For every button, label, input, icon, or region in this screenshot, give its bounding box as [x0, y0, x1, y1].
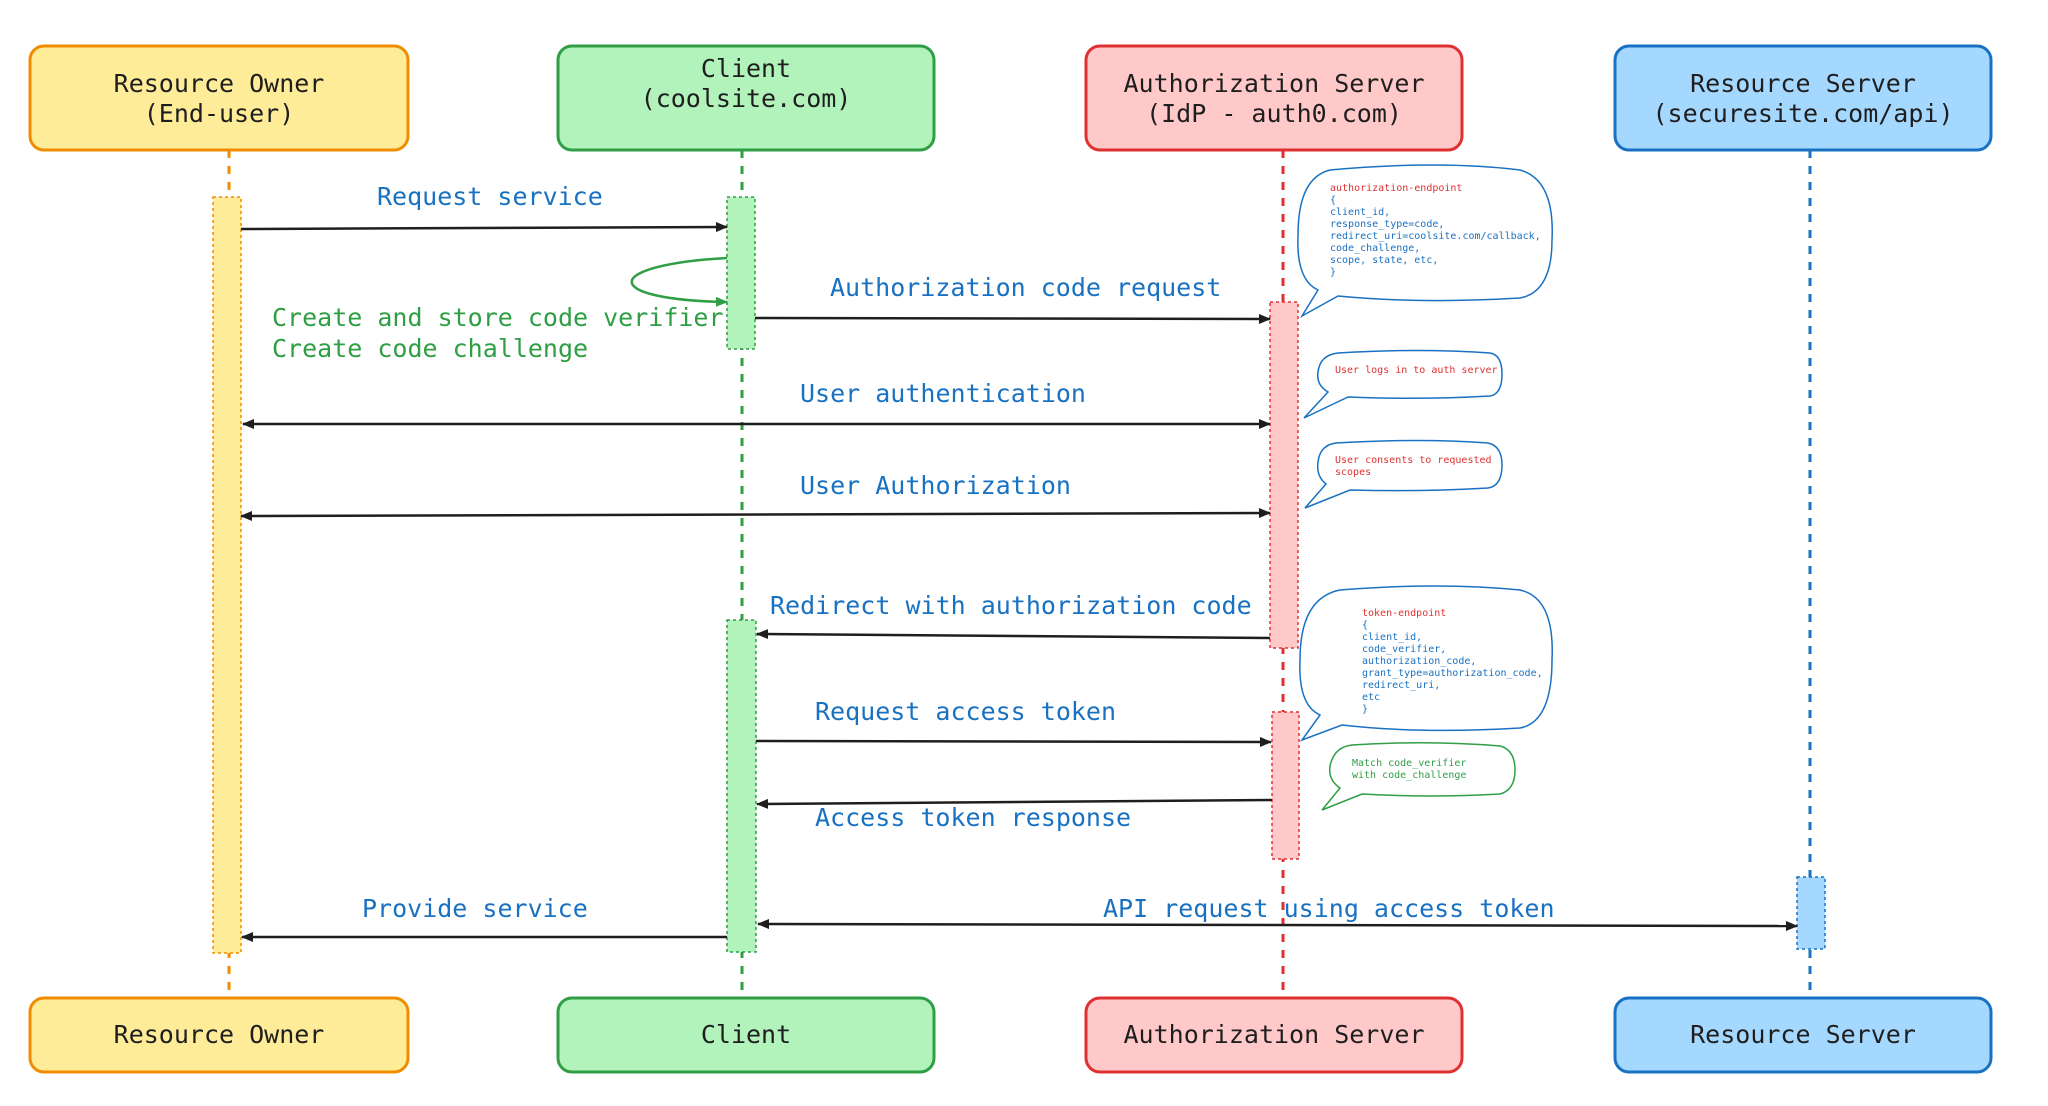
- arrow-auth-code-request: [754, 313, 1271, 324]
- label-redirect: Redirect with authorization code: [770, 591, 1252, 620]
- activation-auth-1: [1269, 301, 1299, 649]
- arrow-user-authorization: [240, 508, 1271, 521]
- bubble-match-line: with code_challenge: [1352, 770, 1466, 781]
- arrow-request-service: [240, 222, 728, 233]
- bubble-token-endpoint-line: client_id,: [1362, 632, 1422, 643]
- arrow-self-loop: [630, 256, 728, 307]
- bubble-consent-line: scopes: [1335, 467, 1371, 478]
- label-user-authorization: User Authorization: [800, 471, 1071, 500]
- actor-resource-sub: (securesite.com/api): [1652, 99, 1953, 128]
- bubble-token-endpoint-title: token-endpoint: [1362, 608, 1446, 619]
- bubble-consent-line: User consents to requested: [1335, 455, 1492, 466]
- label-user-authentication: User authentication: [800, 379, 1086, 408]
- activation-resource: [1796, 876, 1826, 950]
- actor-client-footer-label: Client: [701, 1020, 791, 1049]
- actor-resource-name: Resource Server: [1690, 69, 1916, 98]
- actor-client-sub: (coolsite.com): [641, 84, 852, 113]
- bubble-token-endpoint-line: code_verifier,: [1362, 644, 1446, 655]
- actor-client-footer: Client: [556, 996, 936, 1074]
- activation-auth-2: [1271, 711, 1300, 860]
- bubble-token-endpoint-line: redirect_uri,: [1362, 680, 1440, 691]
- actor-auth-sub: (IdP - auth0.com): [1146, 99, 1402, 128]
- actor-auth-footer: Authorization Server: [1084, 996, 1464, 1074]
- actor-client-name: Client: [701, 54, 791, 83]
- actor-resource-header: Resource Server (securesite.com/api): [1613, 44, 1993, 152]
- actor-client-header: Client (coolsite.com): [556, 44, 936, 152]
- bubble-auth-endpoint-title: authorization-endpoint: [1330, 183, 1462, 194]
- label-request-service: Request service: [377, 182, 603, 211]
- arrow-token-response: [756, 798, 1273, 809]
- actor-owner-sub: (End-user): [144, 99, 295, 128]
- activation-owner: [212, 196, 242, 954]
- actor-resource-footer-label: Resource Server: [1690, 1020, 1916, 1049]
- label-token-response: Access token response: [815, 803, 1131, 832]
- bubble-consent: User consents to requested scopes: [1304, 439, 1503, 509]
- bubble-match: Match code_verifier with code_challenge: [1321, 741, 1516, 811]
- actor-owner-header: Resource Owner (End-user): [28, 44, 410, 152]
- bubble-login-text: User logs in to auth server: [1335, 365, 1498, 376]
- actor-owner-footer: Resource Owner: [28, 996, 410, 1074]
- label-provide-service: Provide service: [362, 894, 588, 923]
- arrow-api-request: [757, 919, 1798, 931]
- bubble-match-line: Match code_verifier: [1352, 758, 1466, 769]
- activation-client-2: [726, 619, 757, 953]
- actor-auth-header: Authorization Server (IdP - auth0.com): [1084, 44, 1464, 152]
- bubble-auth-endpoint-line: redirect_uri=coolsite.com/callback,: [1330, 231, 1541, 242]
- label-api-request: API request using access token: [1103, 894, 1555, 923]
- bubble-token-endpoint: token-endpoint { client_id, code_verifie…: [1299, 585, 1553, 742]
- bubble-token-endpoint-line: etc: [1362, 692, 1380, 703]
- label-self-note-1: Create and store code verifier: [272, 303, 724, 332]
- bubble-auth-endpoint-line: {: [1330, 195, 1336, 206]
- bubble-token-endpoint-line: {: [1362, 620, 1368, 631]
- actor-auth-footer-label: Authorization Server: [1123, 1020, 1424, 1049]
- arrow-redirect: [756, 629, 1271, 640]
- actor-owner-footer-label: Resource Owner: [114, 1020, 325, 1049]
- bubble-token-endpoint-line: }: [1362, 704, 1368, 715]
- label-request-token: Request access token: [815, 697, 1116, 726]
- activation-client-1: [726, 196, 756, 350]
- label-auth-code-request: Authorization code request: [830, 273, 1221, 302]
- bubble-auth-endpoint-line: }: [1330, 267, 1336, 278]
- bubble-login: User logs in to auth server: [1303, 349, 1503, 419]
- bubble-auth-endpoint-line: client_id,: [1330, 207, 1390, 218]
- label-self-note-2: Create code challenge: [272, 334, 588, 363]
- actor-owner-name: Resource Owner: [114, 69, 325, 98]
- bubble-auth-endpoint-line: scope, state, etc,: [1330, 255, 1438, 266]
- actor-resource-footer: Resource Server: [1613, 996, 1993, 1074]
- arrow-request-token: [755, 736, 1272, 747]
- actor-auth-name: Authorization Server: [1123, 69, 1424, 98]
- bubble-token-endpoint-line: grant_type=authorization_code,: [1362, 668, 1543, 679]
- bubble-token-endpoint-line: authorization_code,: [1362, 656, 1476, 667]
- bubble-auth-endpoint: authorization-endpoint { client_id, resp…: [1297, 164, 1553, 319]
- bubble-auth-endpoint-line: response_type=code,: [1330, 219, 1444, 230]
- bubble-auth-endpoint-line: code_challenge,: [1330, 243, 1420, 254]
